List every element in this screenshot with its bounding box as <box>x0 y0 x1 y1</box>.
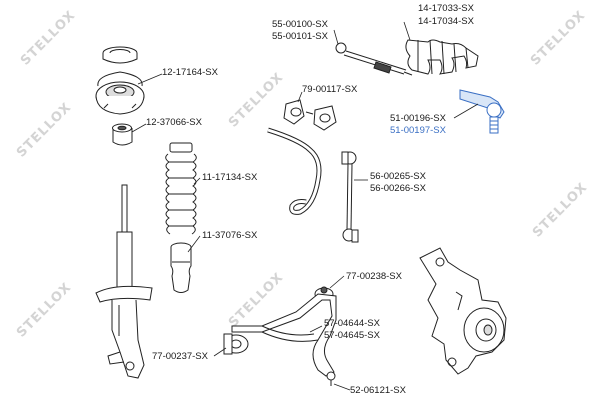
label-55-00100: 55-00100-SX <box>272 19 328 30</box>
control-arm-bushing <box>223 333 249 355</box>
label-11-37076: 11-37076-SX <box>202 230 258 241</box>
dust-boot <box>165 142 197 235</box>
label-79-00117: 79-00117-SX <box>302 84 358 95</box>
label-51-00196: 51-00196-SX <box>390 113 446 124</box>
stabilizer-link <box>341 151 359 243</box>
label-12-37066: 12-37066-SX <box>146 117 202 128</box>
label-56-00266: 56-00266-SX <box>370 183 426 194</box>
label-14-17033: 14-17033-SX <box>418 3 474 14</box>
bump-stop <box>170 242 192 293</box>
label-12-17164: 12-17164-SX <box>162 67 218 78</box>
stabilizer-bar <box>267 127 322 215</box>
label-55-00101: 55-00101-SX <box>272 31 328 42</box>
label-77-00237: 77-00237-SX <box>152 351 208 362</box>
steering-rack-boot <box>405 39 479 75</box>
leader-lines <box>131 21 479 391</box>
label-14-17034: 14-17034-SX <box>418 16 474 27</box>
inner-tie-rod <box>335 42 413 76</box>
label-51-00197: 51-00197-SX <box>390 125 446 136</box>
label-77-00238: 77-00238-SX <box>346 271 402 282</box>
label-52-06121: 52-06121-SX <box>350 385 406 396</box>
steering-knuckle <box>419 247 507 375</box>
strut-bushing <box>112 123 133 146</box>
label-57-04645: 57-04645-SX <box>324 330 380 341</box>
lower-control-arm <box>231 293 337 377</box>
tie-rod-end <box>459 89 505 134</box>
shock-absorber <box>95 184 153 379</box>
stabilizer-bushing <box>283 99 337 131</box>
label-56-00265: 56-00265-SX <box>370 171 426 182</box>
label-11-17134: 11-17134-SX <box>202 172 258 183</box>
strut-mount-bearing <box>95 46 145 115</box>
label-57-04644: 57-04644-SX <box>324 318 380 329</box>
lower-ball-joint <box>326 371 336 386</box>
